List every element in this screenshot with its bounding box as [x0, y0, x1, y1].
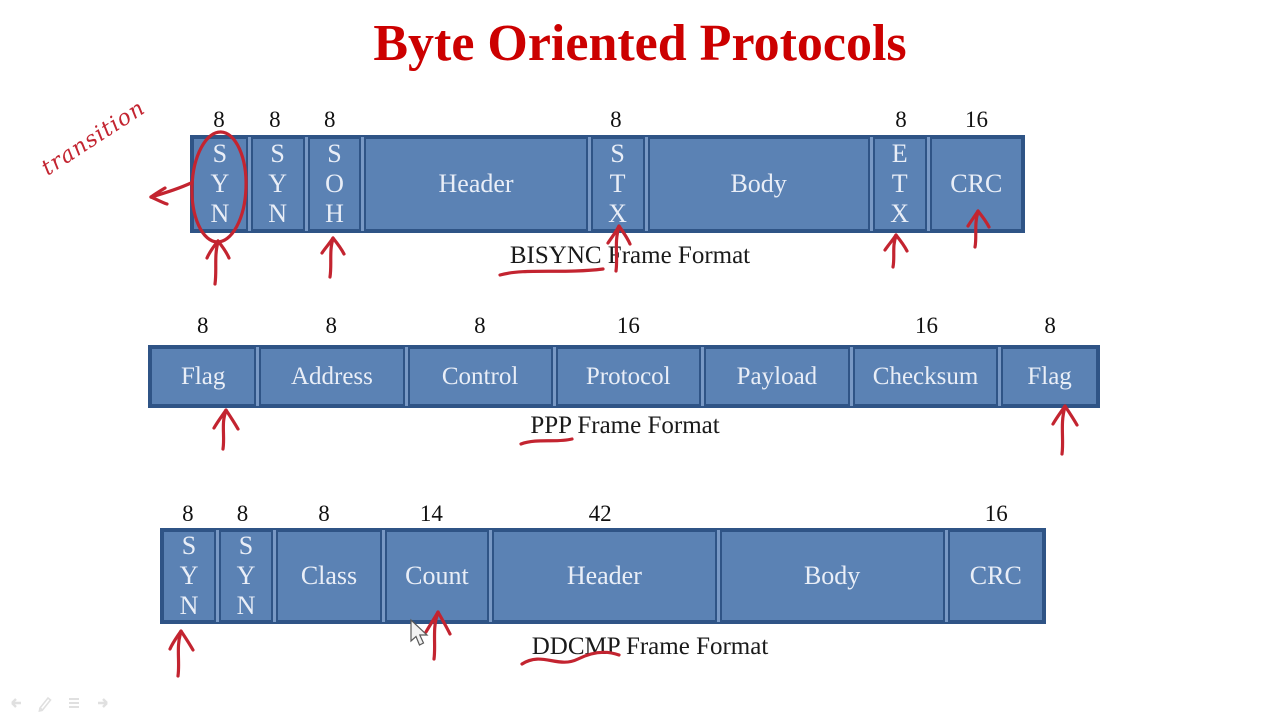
- caption-bisync: BISYNC Frame Format: [509, 242, 751, 269]
- bisync-cell-crc: CRC: [929, 137, 1023, 231]
- ddcmp-cell-class: Class: [276, 530, 382, 622]
- field-label: ETX: [890, 139, 910, 228]
- bisync-cell-etx: ETX: [872, 137, 927, 231]
- ppp-bit-width-5: 16: [915, 313, 938, 338]
- field-label: Body: [730, 168, 787, 198]
- page-title: Byte Oriented Protocols: [373, 15, 907, 72]
- ddcmp-cell-header: Header: [491, 530, 717, 622]
- ppp-bit-width-3: 16: [616, 313, 640, 338]
- field-label: Checksum: [872, 362, 979, 390]
- pen-tools-button[interactable]: [35, 693, 55, 713]
- ppp-cell-address: Address: [259, 347, 405, 406]
- pen-icon: [38, 696, 52, 713]
- ppp-cell-flag: Flag: [1001, 347, 1098, 406]
- ddcmp-bit-width-0: 8: [182, 501, 194, 526]
- bisync-bit-width-6: 8: [895, 107, 907, 132]
- ppp-cell-flag: Flag: [150, 347, 257, 406]
- ddcmp-cell-count: Count: [384, 530, 489, 622]
- ppp-bit-width-6: 8: [1044, 313, 1056, 338]
- bisync-cell-stx: STX: [590, 137, 645, 231]
- bisync-cell-syn: SYN: [192, 137, 248, 231]
- ddcmp-bit-width-2: 8: [318, 501, 330, 526]
- field-label: Flag: [180, 362, 226, 390]
- bisync-frame-bar: SYN SYN SOH Header STX Body ETX CRC: [190, 135, 1025, 233]
- field-label: Count: [405, 560, 469, 590]
- bisync-bit-widths: 8 8 8 8 8 16: [190, 100, 1025, 133]
- slide-menu-button[interactable]: [64, 693, 84, 713]
- field-label: SYN: [179, 531, 199, 620]
- field-label: CRC: [950, 168, 1003, 198]
- field-label: SYN: [268, 139, 288, 228]
- field-label: Address: [290, 362, 373, 390]
- previous-slide-button[interactable]: [6, 693, 26, 713]
- slideshow-toolbar: [6, 693, 113, 713]
- bisync-bit-width-0: 8: [213, 107, 225, 132]
- ddcmp-bit-width-4: 42: [588, 501, 612, 526]
- ddcmp-bit-width-3: 14: [419, 501, 443, 526]
- next-slide-button[interactable]: [93, 693, 113, 713]
- field-label: Header: [438, 168, 514, 198]
- ddcmp-bit-width-6: 16: [984, 501, 1008, 526]
- caption-ppp: PPP Frame Format: [530, 412, 720, 439]
- frame-bisync: 8 8 8 8 8 16 SYN SYN SOH Header STX Body ETX CRC: [190, 100, 1025, 233]
- annotation-arrow-bisync-soh: [320, 236, 346, 279]
- field-label: SYN: [210, 139, 230, 228]
- forward-arrow-icon: [98, 698, 108, 708]
- ppp-bit-width-1: 8: [325, 313, 338, 338]
- bisync-cell-syn: SYN: [250, 137, 305, 231]
- annotation-arrow-ppp-flag-right: [1051, 404, 1079, 456]
- ppp-bit-width-0: 8: [197, 313, 209, 338]
- field-label: SOH: [325, 139, 344, 228]
- ppp-cell-checksum: Checksum: [852, 347, 999, 406]
- field-label: Flag: [1027, 362, 1072, 390]
- field-label: SYN: [236, 531, 256, 620]
- ppp-frame-bar: Flag Address Control Protocol Payload Checksu…: [148, 345, 1100, 408]
- bisync-bit-width-7: 16: [964, 107, 988, 132]
- annotation-arrow-to-note: [149, 181, 193, 206]
- annotation-arrow-bisync-syn: [205, 239, 231, 286]
- ppp-cell-control: Control: [407, 347, 553, 406]
- field-label: Header: [566, 560, 642, 590]
- ddcmp-bit-width-1: 8: [236, 501, 249, 526]
- ppp-cell-protocol: Protocol: [555, 347, 701, 406]
- bisync-cell-soh: SOH: [307, 137, 362, 231]
- annotation-arrow-bisync-etx: [883, 233, 909, 269]
- field-label: Class: [300, 560, 358, 590]
- back-arrow-icon: [11, 698, 21, 708]
- ppp-bit-width-2: 8: [474, 313, 486, 338]
- frame-ddcmp: 8 8 8 14 42 16 SYN SYN Class Count Header Body CRC: [160, 494, 1046, 624]
- ddcmp-cell-syn: SYN: [162, 530, 217, 622]
- caption-ddcmp: DDCMP Frame Format: [531, 633, 769, 660]
- field-label: STX: [608, 139, 627, 228]
- bisync-bit-width-1: 8: [269, 107, 281, 132]
- bisync-cell-body: Body: [647, 137, 870, 231]
- field-label: CRC: [969, 560, 1022, 590]
- field-label: Control: [441, 362, 519, 390]
- menu-icon: [69, 698, 79, 708]
- bisync-cell-header: Header: [364, 137, 588, 231]
- field-label: Payload: [736, 362, 818, 390]
- ddcmp-cell-crc: CRC: [947, 530, 1045, 622]
- ddcmp-cell-syn: SYN: [219, 530, 274, 622]
- bisync-bit-width-2: 8: [323, 107, 336, 132]
- handwritten-transition-note: transition: [37, 95, 150, 181]
- annotation-arrow-ppp-flag-left: [212, 408, 240, 451]
- ddcmp-bit-widths: 8 8 8 14 42 16: [160, 494, 1046, 527]
- frame-ppp: 8 8 8 16 16 8 Flag Address Control Protocol Paylo…: [148, 306, 1100, 408]
- field-label: Protocol: [585, 362, 671, 390]
- annotation-arrow-ddcmp-syn: [168, 629, 195, 678]
- ppp-bit-widths: 8 8 8 16 16 8: [148, 306, 1100, 339]
- bisync-bit-width-4: 8: [610, 107, 622, 132]
- ppp-cell-payload: Payload: [703, 347, 850, 406]
- field-label: Body: [803, 560, 861, 590]
- ddcmp-frame-bar: SYN SYN Class Count Header Body CRC: [160, 528, 1046, 624]
- ddcmp-cell-body: Body: [719, 530, 945, 622]
